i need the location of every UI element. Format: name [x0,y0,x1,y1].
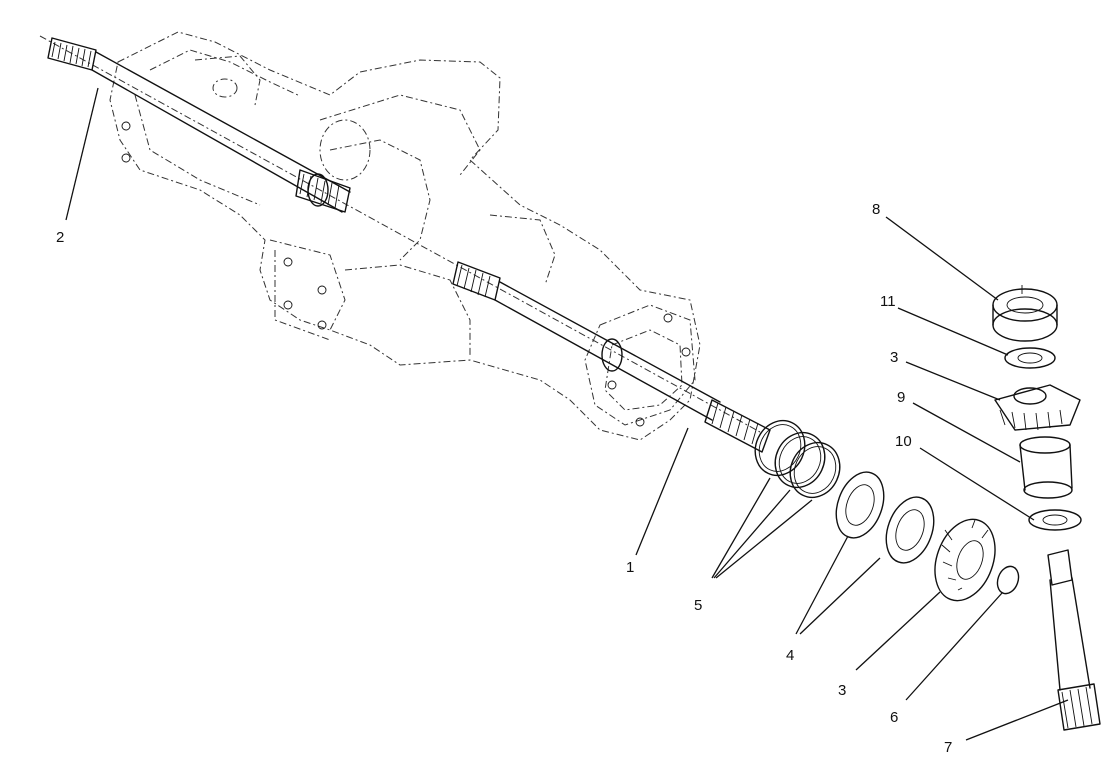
circlip [996,565,1020,595]
callout-label-6: 6 [890,709,899,726]
ball-bearings [835,471,935,564]
top-bearing [992,285,1058,342]
axle-housing [109,31,701,441]
callout-label-3-lower: 3 [838,682,847,699]
callout-label-11: 11 [880,293,896,310]
left-axle-shaft [47,37,351,213]
bevel-gear-lower [934,518,996,602]
callout-label-9: 9 [897,389,906,406]
callout-label-7: 7 [944,739,953,756]
sleeve [1019,436,1073,499]
leader-lines [65,87,1069,741]
callout-label-1: 1 [626,559,635,576]
stub-shaft [1047,549,1101,731]
callout-label-8: 8 [872,201,881,218]
bevel-gear-upper [994,384,1081,431]
callout-label-3-upper: 3 [890,349,899,366]
snap-rings [754,419,841,499]
right-axle-shaft [452,261,771,453]
callout-label-2: 2 [56,229,65,246]
thrust-washer-top [1004,347,1056,369]
callout-label-4: 4 [786,647,795,664]
thrust-washer-lower [1028,509,1082,531]
callout-label-10: 10 [895,433,912,450]
callout-label-5: 5 [694,597,703,614]
center-line [39,35,761,433]
